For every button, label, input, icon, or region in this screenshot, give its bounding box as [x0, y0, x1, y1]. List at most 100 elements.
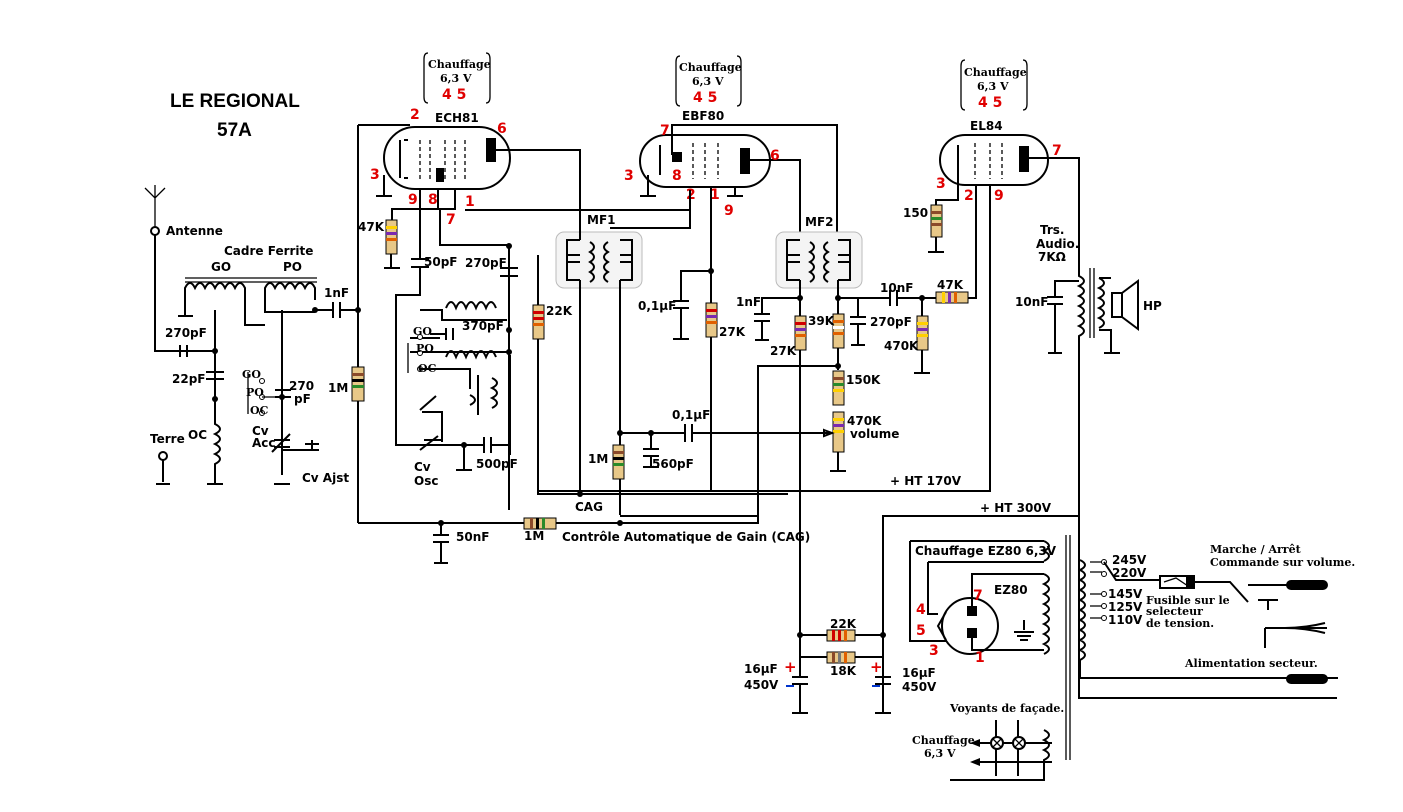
cap-01uf-audio	[684, 424, 693, 442]
antenna-label: Antenne	[166, 224, 223, 238]
resistor-47k-grid	[935, 291, 969, 304]
wire-el84-cathode	[935, 175, 959, 205]
svg-text:370pF: 370pF	[462, 319, 504, 333]
svg-text:OC: OC	[250, 404, 269, 417]
svg-text:de tension.: de tension.	[1146, 617, 1214, 630]
svg-text:6,3 V: 6,3 V	[977, 80, 1009, 93]
ground-label: Terre	[150, 432, 185, 446]
cv-acc	[271, 310, 319, 485]
svg-text:6,3 V: 6,3 V	[440, 72, 472, 85]
svg-text:1: 1	[465, 194, 475, 210]
svg-text:Trs.: Trs.	[1040, 223, 1065, 237]
resistor-27k-screen	[705, 302, 718, 338]
svg-text:270pF: 270pF	[870, 315, 912, 329]
svg-text:CAG: CAG	[575, 500, 603, 514]
svg-text:7: 7	[973, 588, 983, 604]
resistor-27k-mf2	[794, 315, 807, 351]
svg-text:560pF: 560pF	[652, 457, 694, 471]
svg-text:9: 9	[724, 203, 734, 219]
svg-text:10nF: 10nF	[1015, 295, 1048, 309]
svg-text:+: +	[870, 658, 883, 676]
svg-text:9: 9	[994, 188, 1004, 204]
svg-text:selecteur: selecteur	[1146, 605, 1203, 618]
svg-text:Commande sur volume.: Commande sur volume.	[1210, 556, 1355, 569]
svg-text:8: 8	[672, 168, 682, 184]
svg-text:2: 2	[410, 107, 420, 123]
resistor-1m-cag	[612, 444, 625, 480]
svg-text:7: 7	[1052, 143, 1062, 159]
svg-text:125V: 125V	[1108, 600, 1143, 614]
mains-transformer-primary	[1077, 559, 1338, 679]
svg-text:145V: 145V	[1108, 587, 1143, 601]
svg-text:6: 6	[497, 121, 507, 137]
resistor-150-cathode	[930, 204, 943, 238]
svg-text:270: 270	[289, 379, 314, 393]
wire-ech81-ground	[376, 175, 392, 197]
wire-ht-bus	[537, 255, 788, 495]
svg-text:4 5: 4 5	[442, 87, 466, 103]
tube-ez80	[909, 535, 1071, 760]
svg-text:3: 3	[929, 643, 939, 659]
svg-text:volume: volume	[850, 427, 899, 441]
svg-text:GO: GO	[242, 368, 261, 381]
svg-text:ECH81: ECH81	[435, 111, 479, 125]
svg-text:GO: GO	[413, 325, 432, 338]
oc-coil-label: OC	[188, 428, 207, 442]
svg-text:22K: 22K	[830, 617, 857, 631]
svg-text:7KΩ: 7KΩ	[1038, 250, 1066, 264]
svg-text:0,1µF: 0,1µF	[672, 408, 710, 422]
cap-22pf-label: 22pF	[172, 372, 206, 386]
svg-text:0,1µF: 0,1µF	[638, 299, 676, 313]
cap-01uf-screen	[673, 270, 711, 340]
svg-text:150K: 150K	[846, 373, 881, 387]
wire-ht300	[882, 420, 1080, 691]
pilot-lamps	[950, 720, 1052, 781]
svg-text:MF1: MF1	[587, 213, 616, 227]
svg-text:6,3 V: 6,3 V	[692, 75, 724, 88]
svg-text:7: 7	[660, 123, 670, 139]
svg-text:PO: PO	[246, 386, 264, 399]
svg-text:47K: 47K	[358, 220, 385, 234]
svg-text:4 5: 4 5	[693, 90, 717, 106]
wire-left-bus	[357, 124, 410, 523]
tube-el84	[538, 134, 1080, 492]
resistor-1m-left	[351, 366, 365, 402]
svg-text:7: 7	[446, 212, 456, 228]
title-line1: LE REGIONAL	[170, 91, 300, 112]
svg-text:4 5: 4 5	[978, 95, 1002, 111]
svg-text:EZ80: EZ80	[994, 583, 1028, 597]
svg-text:470K: 470K	[884, 339, 919, 353]
fuse-icon	[1159, 575, 1278, 610]
svg-text:2: 2	[964, 188, 974, 204]
svg-text:PO: PO	[416, 342, 434, 355]
svg-text:450V: 450V	[902, 680, 937, 694]
wire-filter	[800, 634, 883, 658]
svg-text:6,3 V: 6,3 V	[924, 747, 956, 760]
svg-text:47K: 47K	[937, 278, 964, 292]
svg-text:1M: 1M	[588, 452, 608, 466]
svg-text:22K: 22K	[546, 304, 573, 318]
heater-note-ebf80: Chauffage 6,3 V 4 5	[675, 55, 742, 107]
svg-text:OC: OC	[418, 362, 437, 375]
svg-text:9: 9	[408, 192, 418, 208]
input-caps	[179, 310, 224, 485]
svg-text:EL84: EL84	[970, 119, 1003, 133]
svg-text:Chauffage: Chauffage	[964, 66, 1027, 79]
svg-text:270pF: 270pF	[465, 256, 507, 270]
svg-text:1M: 1M	[524, 529, 544, 543]
svg-text:Cv Ajst: Cv Ajst	[302, 471, 349, 485]
resistor-470k-grid	[916, 315, 929, 351]
cap-1nf-mf2	[754, 297, 800, 341]
tube-ech81	[383, 126, 581, 210]
svg-text:Contrôle Automatique de Gain (: Contrôle Automatique de Gain (CAG)	[562, 530, 810, 544]
svg-text:1: 1	[975, 650, 985, 666]
svg-text:1M: 1M	[328, 381, 348, 395]
svg-text:16µF: 16µF	[902, 666, 936, 680]
go-label: GO	[211, 260, 231, 274]
heater-note-ech81: Chauffage 6,3 V 4 5	[423, 52, 491, 104]
svg-text:3: 3	[624, 168, 634, 184]
audio-transformer	[1047, 268, 1337, 699]
svg-text:1nF: 1nF	[736, 295, 761, 309]
svg-text:27K: 27K	[719, 325, 746, 339]
